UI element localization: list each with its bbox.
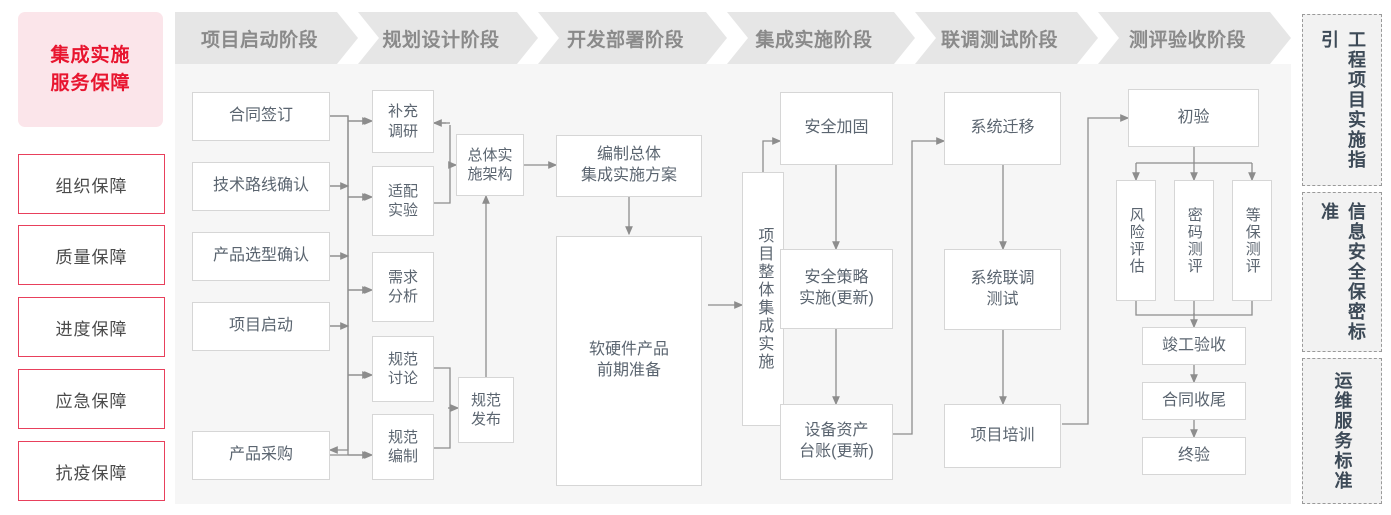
standard-infosec[interactable]: 信息安全保密标准 bbox=[1302, 192, 1382, 352]
node-label-line1: 规范 bbox=[470, 391, 501, 409]
node-label-line2: 测试 bbox=[986, 290, 1019, 308]
sidebar-title-card: 集成实施 服务保障 bbox=[18, 12, 163, 127]
node-label-line1: 安全策略 bbox=[804, 269, 869, 287]
node-label-line1: 规范 bbox=[387, 350, 418, 368]
node-label-line1: 设备资产 bbox=[804, 422, 869, 440]
node-system-migration[interactable]: 系统迁移 bbox=[944, 92, 1061, 165]
node-label-line1: 补充 bbox=[387, 103, 418, 120]
guarantee-item-organization[interactable]: 组织保障 bbox=[18, 154, 165, 214]
standard-label: 运维服务标准 bbox=[1332, 371, 1353, 491]
node-crypto-evaluation[interactable]: 密码测评 bbox=[1174, 180, 1214, 301]
node-requirement-analysis[interactable]: 需求 分析 bbox=[372, 252, 434, 322]
node-label-line2: 前期准备 bbox=[596, 362, 661, 379]
guarantee-sidebar: 集成实施 服务保障 组织保障 质量保障 进度保障 应急保障 抗疫保障 bbox=[18, 12, 165, 504]
standard-ops-service[interactable]: 运维服务标准 bbox=[1302, 358, 1382, 504]
node-overall-impl-architecture[interactable]: 总体实 施架构 bbox=[456, 134, 524, 196]
node-preliminary-acceptance[interactable]: 初验 bbox=[1128, 89, 1259, 147]
phase-header-development: 开发部署阶段 bbox=[538, 12, 727, 64]
node-label-line1: 适配 bbox=[387, 182, 418, 200]
phase-header-integration: 集成实施阶段 bbox=[727, 12, 915, 64]
node-adaptation-experiment[interactable]: 适配 实验 bbox=[372, 166, 434, 236]
node-label-line2: 台账(更新) bbox=[799, 443, 874, 460]
phase-header-planning: 规划设计阶段 bbox=[358, 12, 538, 64]
phase-header-acceptance: 测评验收阶段 bbox=[1098, 12, 1291, 64]
node-contract-closeout[interactable]: 合同收尾 bbox=[1142, 382, 1246, 420]
phase-header-startup: 项目启动阶段 bbox=[175, 12, 358, 64]
node-label-line1: 规范 bbox=[387, 428, 418, 446]
node-label-line1: 总体实 bbox=[467, 146, 513, 164]
phase-header-joint-test: 联调测试阶段 bbox=[915, 12, 1098, 64]
node-tech-route-confirm[interactable]: 技术路线确认 bbox=[192, 162, 330, 211]
node-classified-protection-eval[interactable]: 等保测评 bbox=[1232, 180, 1272, 301]
node-security-hardening[interactable]: 安全加固 bbox=[780, 92, 893, 165]
node-label-line2: 发布 bbox=[470, 411, 501, 428]
node-label-line2: 实验 bbox=[387, 202, 418, 219]
sidebar-title-line1: 集成实施 bbox=[50, 44, 131, 66]
guarantee-item-schedule[interactable]: 进度保障 bbox=[18, 297, 165, 357]
node-label-line2: 讨论 bbox=[387, 370, 418, 387]
node-spec-release[interactable]: 规范 发布 bbox=[458, 377, 514, 443]
node-label-line1: 系统联调 bbox=[970, 269, 1035, 287]
node-completion-acceptance[interactable]: 竣工验收 bbox=[1142, 327, 1246, 365]
guarantee-item-epidemic[interactable]: 抗疫保障 bbox=[18, 441, 165, 501]
standard-label: 工程项目实施指引 bbox=[1319, 30, 1366, 170]
node-label-line2: 实施(更新) bbox=[799, 290, 874, 307]
node-label-line2: 分析 bbox=[387, 288, 418, 305]
node-label-line1: 编制总体 bbox=[596, 146, 661, 164]
node-draft-overall-plan[interactable]: 编制总体 集成实施方案 bbox=[556, 135, 702, 197]
node-product-selection-confirm[interactable]: 产品选型确认 bbox=[192, 232, 330, 281]
node-spec-drafting[interactable]: 规范 编制 bbox=[372, 414, 434, 480]
node-system-joint-test[interactable]: 系统联调 测试 bbox=[944, 249, 1061, 330]
node-risk-assessment[interactable]: 风险评估 bbox=[1116, 180, 1156, 301]
node-label-line2: 调研 bbox=[387, 122, 418, 140]
standard-engineering-guide[interactable]: 工程项目实施指引 bbox=[1302, 14, 1382, 186]
node-asset-ledger[interactable]: 设备资产 台账(更新) bbox=[780, 404, 893, 480]
node-overall-project-integration[interactable]: 项目整体集成实施 bbox=[742, 172, 784, 426]
node-project-kickoff[interactable]: 项目启动 bbox=[192, 302, 330, 351]
node-hw-sw-preparation[interactable]: 软硬件产品 前期准备 bbox=[556, 236, 702, 486]
node-final-acceptance[interactable]: 终验 bbox=[1142, 437, 1246, 475]
node-label-line2: 集成实施方案 bbox=[580, 167, 677, 184]
node-supplementary-research[interactable]: 补充 调研 bbox=[372, 90, 434, 153]
node-label-line1: 软硬件产品 bbox=[588, 341, 669, 359]
node-product-procurement[interactable]: 产品采购 bbox=[192, 431, 330, 480]
node-label-line2: 施架构 bbox=[467, 166, 513, 183]
sidebar-title-line2: 服务保障 bbox=[50, 72, 131, 94]
guarantee-item-emergency[interactable]: 应急保障 bbox=[18, 369, 165, 429]
node-project-training[interactable]: 项目培训 bbox=[944, 404, 1061, 468]
standard-label: 信息安全保密标准 bbox=[1319, 202, 1366, 342]
node-contract-signing[interactable]: 合同签订 bbox=[192, 92, 330, 141]
node-label-line2: 编制 bbox=[387, 448, 418, 465]
node-label-line1: 需求 bbox=[387, 268, 418, 286]
node-security-policy-impl[interactable]: 安全策略 实施(更新) bbox=[780, 249, 893, 329]
node-spec-discussion[interactable]: 规范 讨论 bbox=[372, 336, 434, 402]
guarantee-item-quality[interactable]: 质量保障 bbox=[18, 225, 165, 285]
